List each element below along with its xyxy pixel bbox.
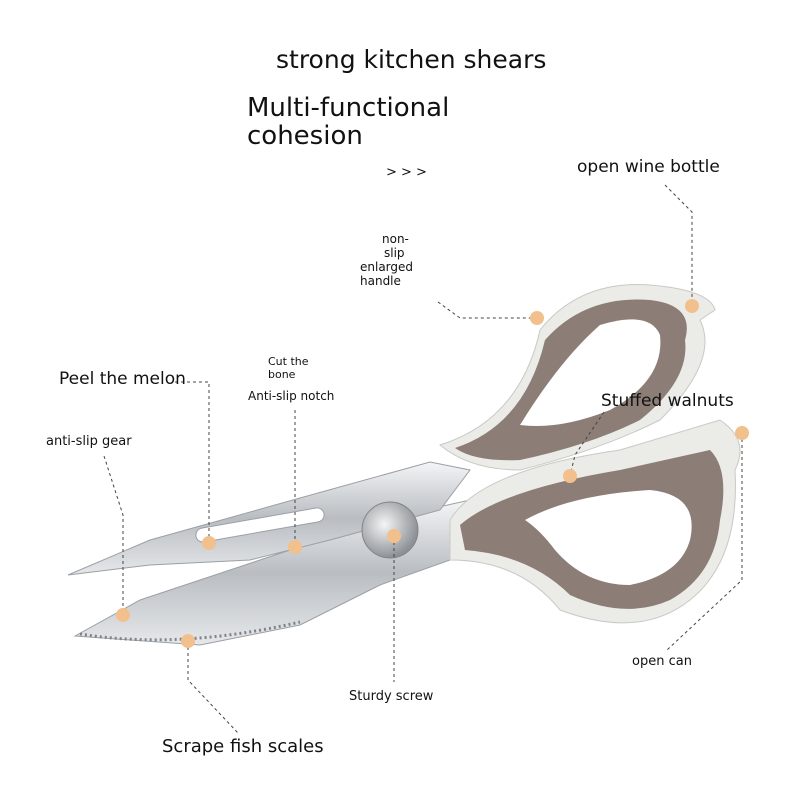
label-handle-3: enlarged (360, 260, 414, 274)
label-scrape-fish-scales: Scrape fish scales (162, 736, 324, 757)
label-handle-2: slip (384, 246, 405, 260)
lower-handle-hole (525, 490, 692, 585)
callout-dots (116, 299, 749, 648)
subtitle-line-2: cohesion (247, 121, 363, 151)
subtitle-line-1: Multi-functional (247, 93, 450, 123)
label-handle-1: non- (382, 232, 409, 246)
melon-peeler-slot (195, 507, 325, 543)
label-open-wine-bottle: open wine bottle (577, 157, 720, 177)
label-anti-slip-gear: anti-slip gear (46, 434, 132, 449)
label-handle-4: handle (360, 274, 401, 288)
label-peel-melon: Peel the melon (59, 369, 186, 389)
label-anti-slip-notch: Anti-slip notch (248, 389, 335, 403)
label-sturdy-screw: Sturdy screw (349, 689, 434, 704)
headline: strong kitchen shears (276, 45, 547, 74)
label-cut-bone-2: bone (268, 368, 296, 381)
upper-handle-hole (520, 319, 661, 426)
label-stuffed-walnuts: Stuffed walnuts (601, 391, 734, 411)
label-open-can: open can (632, 654, 692, 669)
pivot-screw (361, 501, 419, 559)
label-cut-bone-1: Cut the (268, 355, 309, 368)
arrows: > > > (386, 165, 427, 180)
leader-lines (103, 184, 743, 734)
